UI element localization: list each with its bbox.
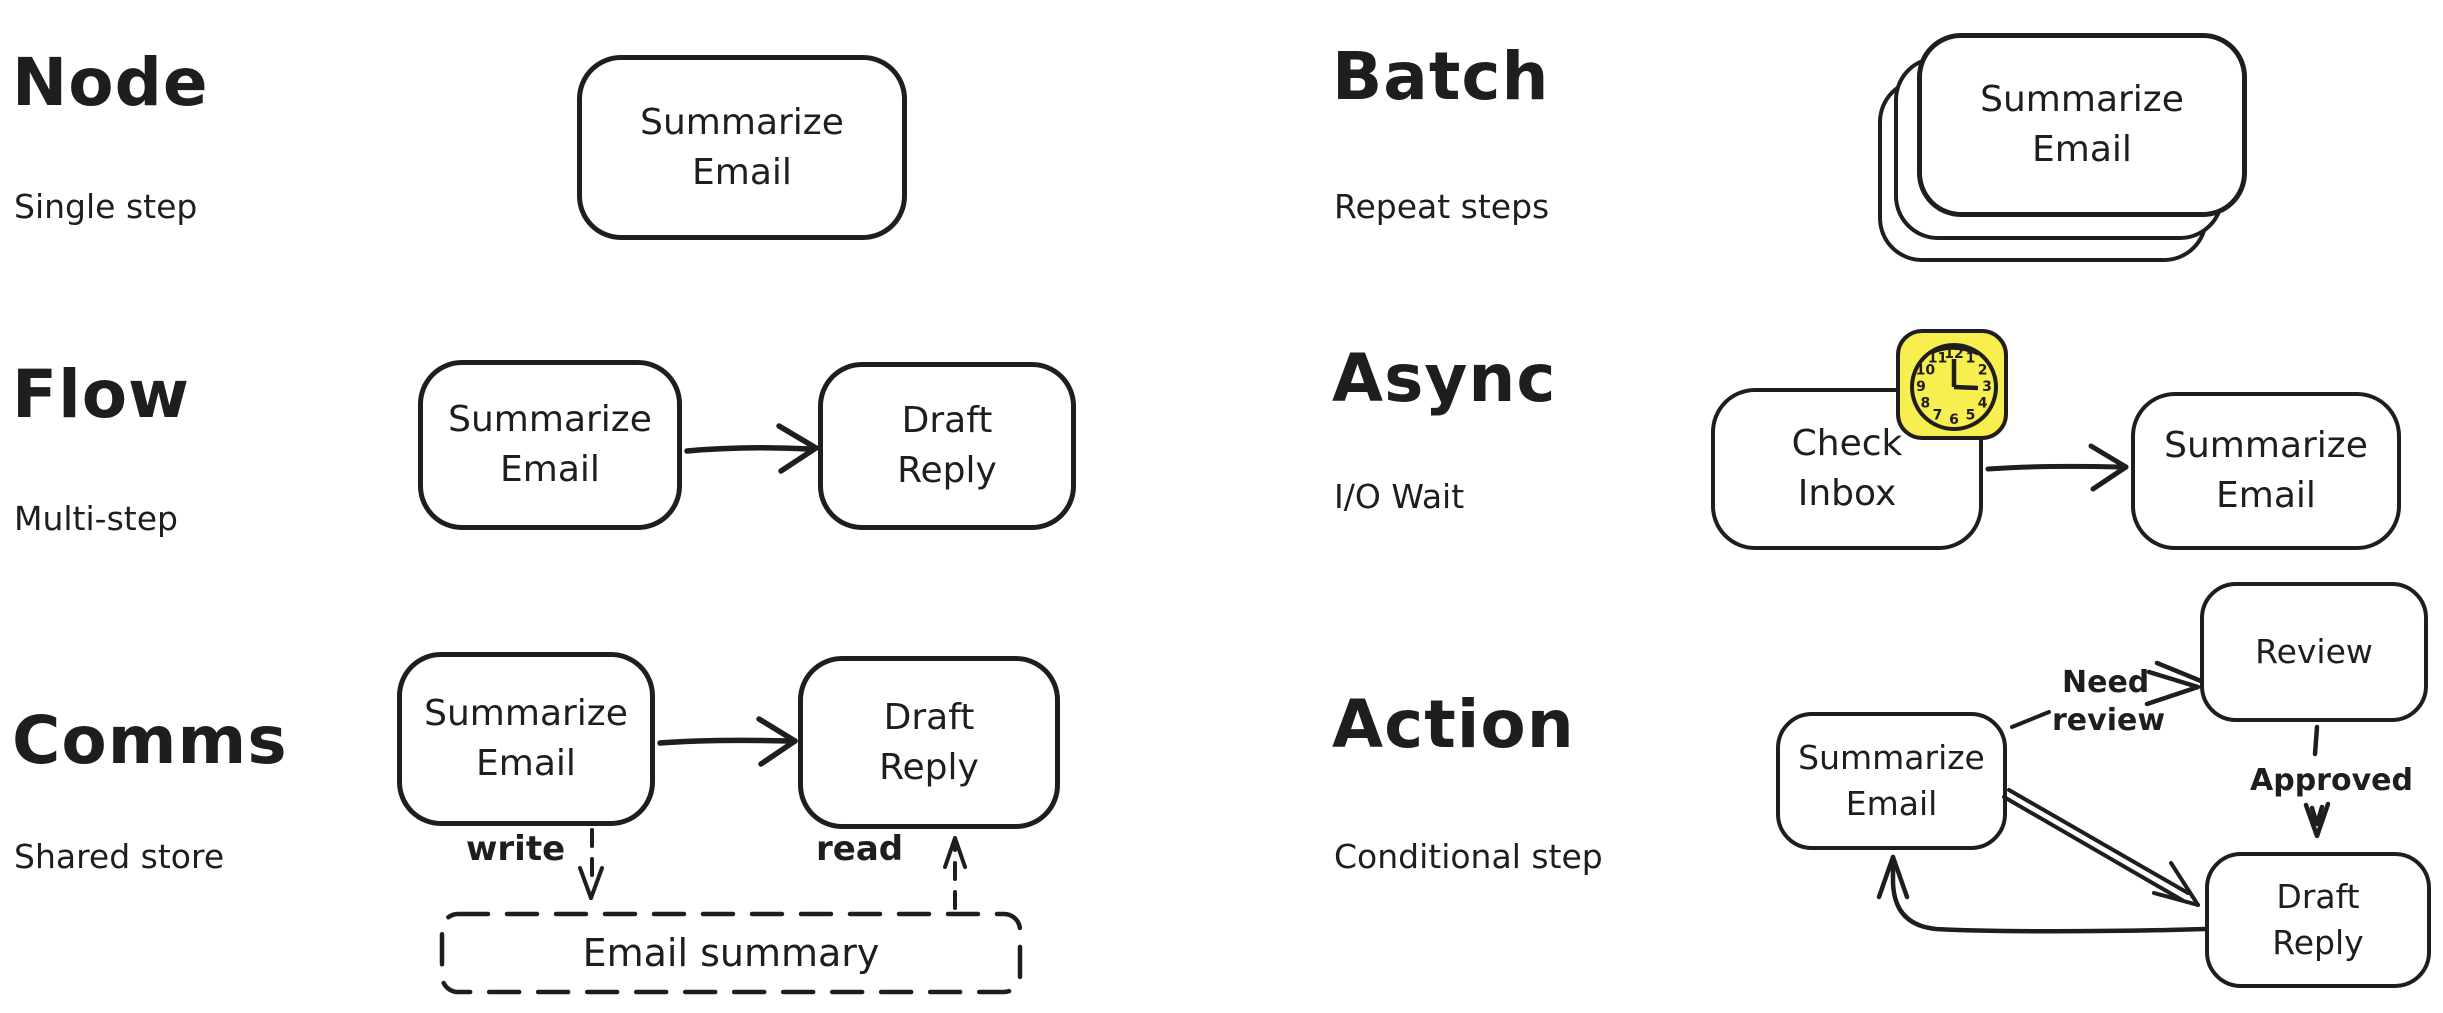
section-title-comms: Comms <box>12 702 288 779</box>
node-label: Reply <box>2272 923 2364 962</box>
need-review-leader-line <box>2010 710 2051 729</box>
node-label: Email <box>500 449 600 490</box>
flow-box-summarize-email: Summarize Email <box>418 360 682 530</box>
node-label: Draft <box>883 696 975 738</box>
section-title-flow: Flow <box>12 356 191 433</box>
comms-box-draft-reply: Draft Reply <box>798 656 1060 829</box>
async-arrow <box>1985 443 2129 492</box>
clock-number: 8 <box>1921 396 1931 412</box>
node-label: Draft <box>2276 877 2360 917</box>
edge-label-need-review-line2: review <box>2052 703 2166 738</box>
section-subtitle-batch: Repeat steps <box>1334 187 1550 226</box>
clock-number: 2 <box>1978 363 1988 379</box>
edge-label-approved: Approved <box>2250 763 2413 798</box>
node-label: Check <box>1791 423 1903 465</box>
loop-back-arrow <box>1876 854 2208 934</box>
node-box-summarize-email: Summarize Email <box>577 55 907 240</box>
node-label: Email <box>692 151 792 193</box>
need-review-arrow <box>2144 660 2204 707</box>
node-label: Inbox <box>1797 473 1897 514</box>
section-subtitle-node: Single step <box>14 187 198 226</box>
section-title-action: Action <box>1332 686 1575 763</box>
section-subtitle-async: I/O Wait <box>1334 477 1465 516</box>
section-title-async: Async <box>1332 340 1557 417</box>
async-box-check-inbox: Check Inbox <box>1711 388 1983 550</box>
section-subtitle-comms: Shared store <box>14 837 225 876</box>
clock-number: 7 <box>1933 408 1943 424</box>
action-box-summarize-email: Summarize Email <box>1776 712 2007 850</box>
comms-arrow <box>657 716 798 767</box>
clock-number: 6 <box>1949 412 1959 428</box>
clock-hour-hand <box>1953 384 1979 391</box>
node-label: Summarize <box>424 693 628 735</box>
shared-store-box-label: Email summary <box>582 931 880 975</box>
section-title-batch: Batch <box>1332 38 1550 115</box>
flow-arrow <box>684 423 819 474</box>
edge-label-read: read <box>816 829 904 869</box>
read-arrow <box>943 836 967 910</box>
action-box-draft-reply: Draft Reply <box>2205 852 2431 988</box>
batch-card-summarize-email: Summarize Email <box>1917 33 2247 217</box>
clock-number: 9 <box>1916 379 1926 395</box>
node-label: Email <box>2216 475 2316 516</box>
clock-number: 11 <box>1928 350 1947 366</box>
flow-box-draft-reply: Draft Reply <box>818 362 1076 530</box>
edge-label-write: write <box>466 829 566 869</box>
clock-number: 12 <box>1944 346 1963 362</box>
node-label: Draft <box>901 400 993 442</box>
node-label: Review <box>2255 632 2373 672</box>
section-subtitle-action: Conditional step <box>1334 837 1603 876</box>
clock-number: 4 <box>1978 396 1988 412</box>
node-label: Email <box>476 743 576 784</box>
clock-number: 3 <box>1982 379 1992 395</box>
clock-number: 5 <box>1966 408 1976 424</box>
async-box-summarize-email: Summarize Email <box>2131 392 2401 550</box>
write-arrow <box>578 828 604 900</box>
edge-label-need-review-line1: Need <box>2062 665 2150 700</box>
action-box-review: Review <box>2200 582 2428 722</box>
clock-face: 12 1 2 3 4 5 6 7 8 9 10 11 <box>1910 343 1998 431</box>
section-subtitle-flow: Multi-step <box>14 499 178 538</box>
comms-box-summarize-email: Summarize Email <box>397 652 655 826</box>
node-label: Reply <box>897 450 997 491</box>
clock-number: 1 <box>1966 350 1976 366</box>
node-label: Summarize <box>1980 79 2184 121</box>
node-label: Email <box>1845 784 1938 823</box>
direct-draft-arrow <box>2002 788 2200 907</box>
node-label: Email <box>2032 129 2132 170</box>
clock-icon: 12 1 2 3 4 5 6 7 8 9 10 11 <box>1896 329 2008 440</box>
node-label: Reply <box>879 746 979 788</box>
node-label: Summarize <box>1798 738 1985 778</box>
node-label: Summarize <box>2164 425 2368 467</box>
clock-number: 10 <box>1916 363 1936 379</box>
node-label: Summarize <box>640 101 844 143</box>
section-title-node: Node <box>12 44 209 121</box>
node-label: Summarize <box>448 399 652 441</box>
